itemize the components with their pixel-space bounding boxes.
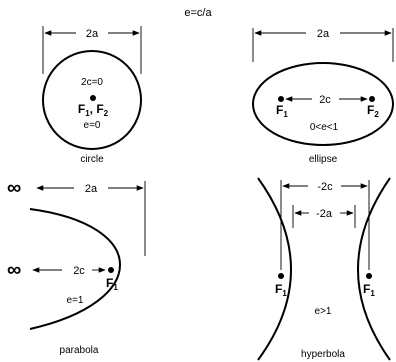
parabola-focal-label: 2c — [73, 265, 85, 277]
circle-foci-label: F1, F2 — [78, 102, 109, 118]
hyperbola-name: hyperbola — [301, 349, 345, 360]
circle-eccentricity: e=0 — [84, 120, 101, 131]
circle-width-label: 2a — [86, 28, 99, 40]
parabola-curve — [29, 208, 121, 330]
hyperbola-left-branch — [257, 177, 292, 361]
hyperbola-panel: -2c -2a F1 F1 e>1 hyperbola — [257, 177, 391, 361]
ellipse-curve — [252, 62, 394, 146]
hyperbola-focal-label: -2c — [317, 181, 333, 193]
hyperbola-eccentricity: e>1 — [315, 306, 332, 317]
parabola-name: parabola — [60, 345, 99, 356]
hyperbola-vertex-label: -2a — [316, 208, 333, 220]
ellipse-focus2-point — [369, 96, 375, 102]
parabola-focus-point — [108, 267, 114, 273]
parabola-infinity-top: ∞ — [7, 177, 21, 199]
ellipse-panel: 2a 2c F1 F2 0<e<1 ellipse — [252, 28, 394, 165]
parabola-panel: ∞ 2a ∞ 2c F1 e=1 parabola — [7, 177, 146, 356]
circle-curve — [42, 50, 142, 150]
ellipse-focal-label: 2c — [319, 94, 331, 106]
ellipse-width-label: 2a — [317, 28, 330, 40]
hyperbola-focus2-point — [366, 273, 372, 279]
hyperbola-focus2-label: F1 — [363, 282, 375, 298]
hyperbola-right-branch — [357, 177, 391, 361]
circle-name: circle — [80, 154, 104, 165]
ellipse-focus1-point — [278, 96, 284, 102]
circle-focal-label: 2c=0 — [81, 77, 103, 88]
ellipse-focus1-label: F1 — [276, 103, 288, 119]
parabola-infinity-mid: ∞ — [7, 259, 21, 281]
eccentricity-formula: e=c/a — [184, 7, 212, 19]
parabola-width-label: 2a — [85, 183, 98, 195]
circle-panel: 2a 2c=0 F1, F2 e=0 circle — [42, 26, 142, 165]
ellipse-name: ellipse — [309, 154, 338, 165]
parabola-focus-label: F1 — [106, 276, 118, 292]
ellipse-focus2-label: F2 — [367, 103, 379, 119]
hyperbola-focus1-point — [278, 273, 284, 279]
parabola-eccentricity: e=1 — [67, 295, 84, 306]
hyperbola-focus1-label: F1 — [275, 282, 287, 298]
ellipse-eccentricity: 0<e<1 — [310, 122, 339, 133]
circle-focus-point — [90, 95, 96, 101]
